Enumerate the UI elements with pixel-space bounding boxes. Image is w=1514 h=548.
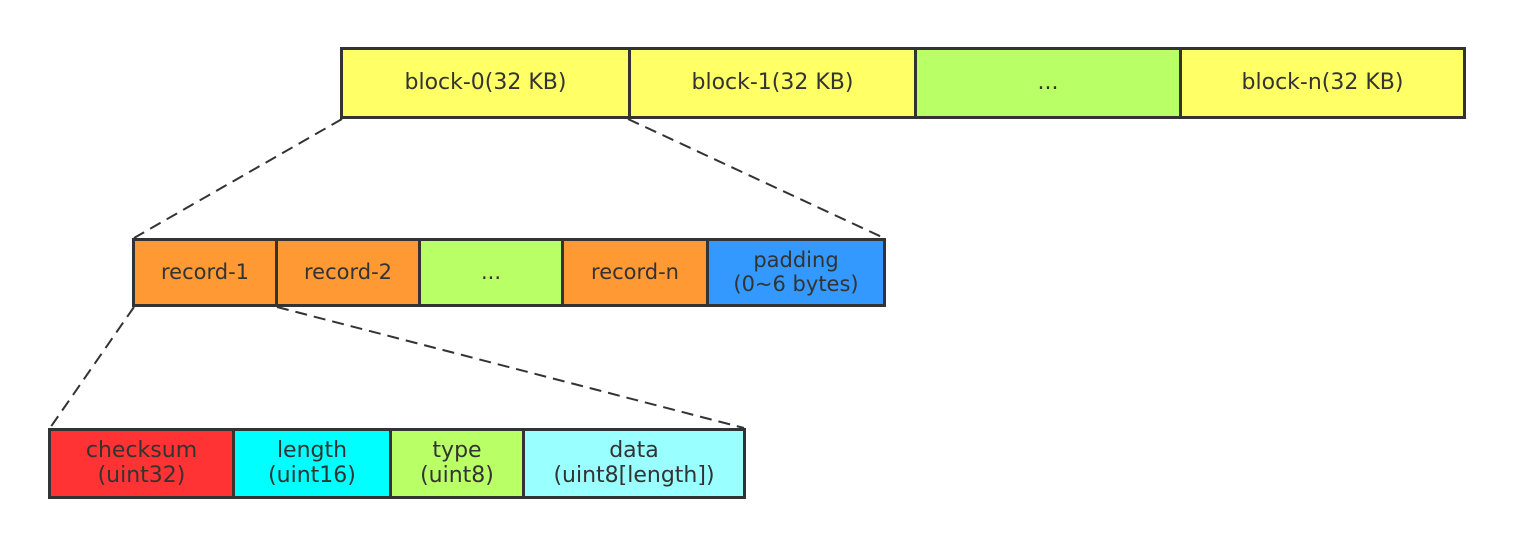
block-cell: block-0(32 KB) (343, 50, 631, 116)
record-label: record-1 (160, 259, 250, 284)
record-ellipsis-cell: ... (421, 241, 564, 304)
field-type-label: (uint8) (420, 462, 494, 488)
block-label: block-0(32 KB) (404, 69, 567, 95)
record-zoom-line-right (276, 306, 745, 429)
block-cell: block-1(32 KB) (631, 50, 917, 116)
block-label: block-n(32 KB) (1241, 69, 1404, 95)
record-cell: record-2 (278, 241, 421, 304)
data-field-cell: data (uint8[length]) (525, 431, 743, 496)
length-field-cell: length (uint16) (235, 431, 392, 496)
field-label: checksum (85, 437, 198, 463)
field-type-label: (uint32) (97, 462, 186, 488)
record-cell: record-n (564, 241, 709, 304)
field-type-label: (uint8[length]) (553, 462, 715, 488)
type-field-cell: type (uint8) (392, 431, 525, 496)
padding-sublabel: (0~6 bytes) (733, 271, 859, 296)
block-ellipsis-label: ... (1037, 69, 1059, 95)
record-cell: record-1 (135, 241, 278, 304)
block-label: block-1(32 KB) (691, 69, 854, 95)
record-label: record-2 (303, 259, 393, 284)
block-row: block-0(32 KB) block-1(32 KB) ... block-… (340, 47, 1466, 119)
block-zoom-line-left (133, 118, 343, 239)
field-label: data (609, 437, 659, 463)
block-ellipsis-cell: ... (917, 50, 1182, 116)
record-label: record-n (591, 259, 679, 284)
padding-label: padding (753, 247, 839, 272)
record-ellipsis-label: ... (480, 259, 502, 284)
block-zoom-line-right (627, 118, 885, 239)
record-row: record-1 record-2 ... record-n padding (… (132, 238, 886, 307)
record-field-row: checksum (uint32) length (uint16) type (… (48, 428, 746, 499)
field-label: type (432, 437, 482, 463)
field-label: length (276, 437, 348, 463)
checksum-field-cell: checksum (uint32) (51, 431, 235, 496)
padding-cell: padding (0~6 bytes) (709, 241, 883, 304)
block-cell: block-n(32 KB) (1182, 50, 1463, 116)
record-zoom-line-left (49, 306, 135, 429)
field-type-label: (uint16) (268, 462, 356, 488)
